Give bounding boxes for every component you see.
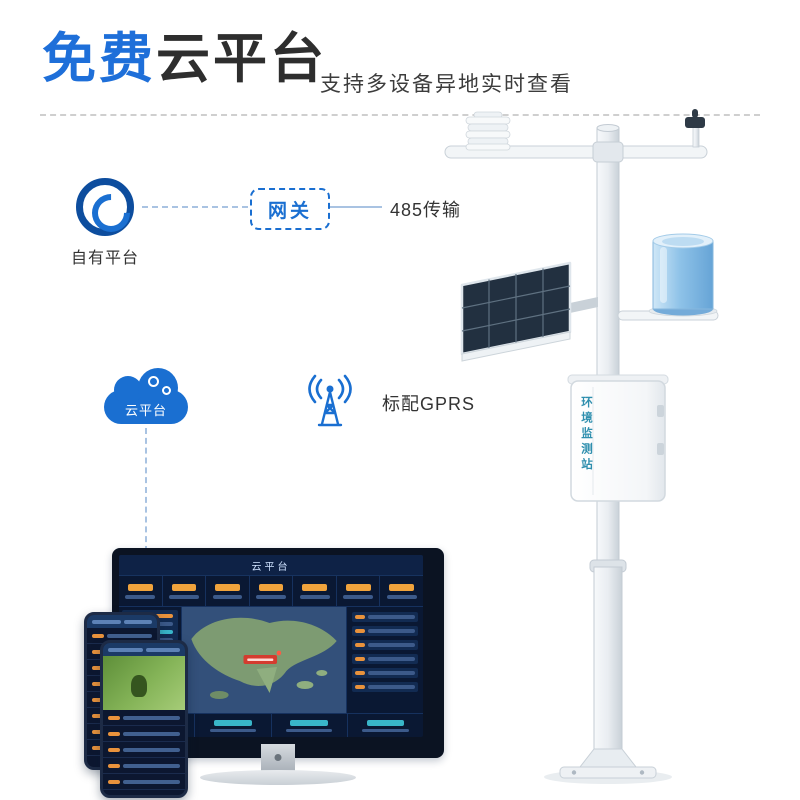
phone-list-row [103,774,185,790]
solar-panel [460,261,598,362]
phone-app-header [87,615,157,628]
connector-dashed-vertical [145,428,147,552]
divider-dashed [40,114,760,116]
cloud-platform-label: 云平台 [124,403,167,418]
own-platform-icon [76,178,138,240]
list-row [352,612,418,622]
ring-outer [76,178,134,236]
page-subtitle: 支持多设备异地实时查看 [320,73,573,96]
monitor-stand-base [200,770,356,785]
title-rest: 云平台 [156,29,327,89]
cloud-node-dot [148,376,159,387]
gprs-label: 标配GPRS [382,394,476,414]
control-cabinet [567,374,669,502]
phone-app-header [103,643,185,656]
rs485-label: 485传输 [390,200,462,220]
gprs-antenna-icon [302,374,358,430]
stat-tile [163,576,207,606]
stat-tile [119,576,163,606]
bottom-tile [195,714,272,737]
gateway-node: 网关 [250,188,330,230]
phone-list-row [103,742,185,758]
list-row [352,682,418,692]
bottom-tile [348,714,423,737]
rain-gauge [617,233,719,321]
dashboard-stats-row [119,576,423,607]
dashboard-header: 云平台 [119,555,423,576]
wind-sensor [685,109,705,148]
list-row [352,640,418,650]
weather-station [444,109,719,784]
list-row [352,654,418,664]
own-platform-label: 自有平台 [70,250,139,267]
phone-list-row [103,726,185,742]
cabinet-label: 环境监测站 [580,396,592,474]
phone-list-row [103,758,185,774]
stat-tile [337,576,381,606]
page-title: 免费云平台 [42,29,327,89]
phone-front [100,640,188,798]
stat-tile [206,576,250,606]
stat-tile [250,576,294,606]
title-highlight: 免费 [42,29,156,89]
cloud-platform-icon: 云平台 [104,368,188,424]
dashboard-title: 云平台 [251,561,291,573]
dashboard-right-panel [346,607,423,713]
list-row [352,668,418,678]
pole-base [559,748,657,779]
radiation-shield [465,111,511,151]
connector-dashed-horizontal [142,206,248,208]
phone-list-row [103,710,185,726]
dashboard-map [182,607,346,713]
list-row [352,626,418,636]
station-crossarm [444,141,708,163]
bottom-tile [272,714,348,737]
connector-solid-horizontal [330,206,382,208]
monitor-logo [274,754,282,761]
cloud-node-dot [162,386,171,395]
phone-field-photo [103,656,185,710]
stat-tile [293,576,337,606]
stat-tile [380,576,423,606]
